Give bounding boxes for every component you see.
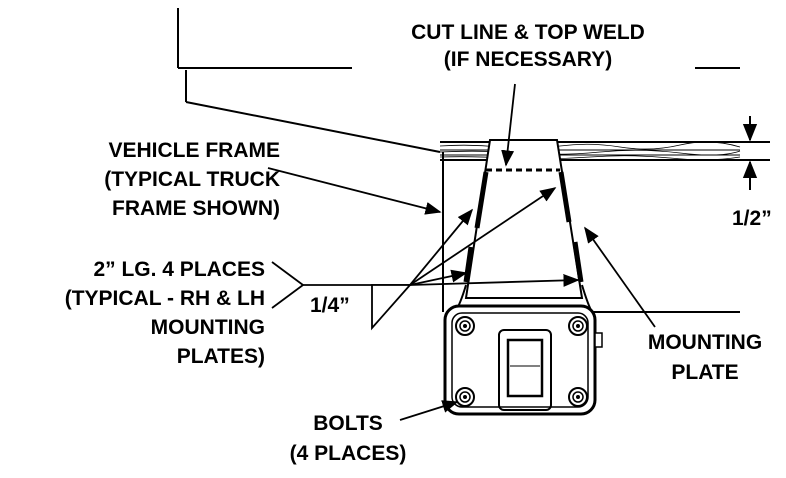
- bolt-bottom-right: [568, 387, 588, 407]
- vehicle-frame-label-1: VEHICLE FRAME: [108, 139, 280, 162]
- bolt-top-right: [568, 316, 588, 336]
- half-inch-label: 1/2”: [732, 207, 772, 230]
- vehicle-frame: [177, 8, 740, 313]
- bolt-top-left: [455, 316, 475, 336]
- vehicle-frame-label-3: FRAME SHOWN): [112, 197, 280, 220]
- frame-top-rail: [439, 141, 741, 161]
- label-weld-spec: 2” LG. 4 PLACES (TYPICAL - RH & LH MOUNT…: [65, 258, 265, 368]
- label-cut-line: CUT LINE & TOP WELD (IF NECESSARY): [411, 21, 645, 71]
- weld-spec-label-4: PLATES): [177, 345, 265, 368]
- cut-line-label-2: (IF NECESSARY): [444, 48, 612, 71]
- fillet-size-label: 1/4”: [310, 294, 350, 317]
- mounting-plate-label-2: PLATE: [671, 361, 738, 384]
- leader-lines: [267, 83, 656, 421]
- mounting-bracket: [454, 139, 593, 313]
- weld-spec-label-2: (TYPICAL - RH & LH: [65, 287, 265, 310]
- label-vehicle-frame: VEHICLE FRAME (TYPICAL TRUCK FRAME SHOWN…: [104, 139, 280, 220]
- bolts-label-1: BOLTS: [313, 412, 383, 435]
- half-inch-dimension: [736, 116, 770, 190]
- cut-line-label-1: CUT LINE & TOP WELD: [411, 21, 645, 44]
- weld-spec-label-3: MOUNTING: [151, 316, 265, 339]
- weld-spec-label-1: 2” LG. 4 PLACES: [93, 258, 265, 281]
- label-bolts: BOLTS (4 PLACES): [290, 412, 407, 465]
- label-mounting-plate: MOUNTING PLATE: [648, 331, 762, 384]
- vehicle-frame-label-2: (TYPICAL TRUCK: [104, 168, 280, 191]
- mounting-plate-label-1: MOUNTING: [648, 331, 762, 354]
- bolt-bottom-left: [455, 387, 475, 407]
- bolts-label-2: (4 PLACES): [290, 442, 407, 465]
- mounting-plate: [443, 304, 603, 416]
